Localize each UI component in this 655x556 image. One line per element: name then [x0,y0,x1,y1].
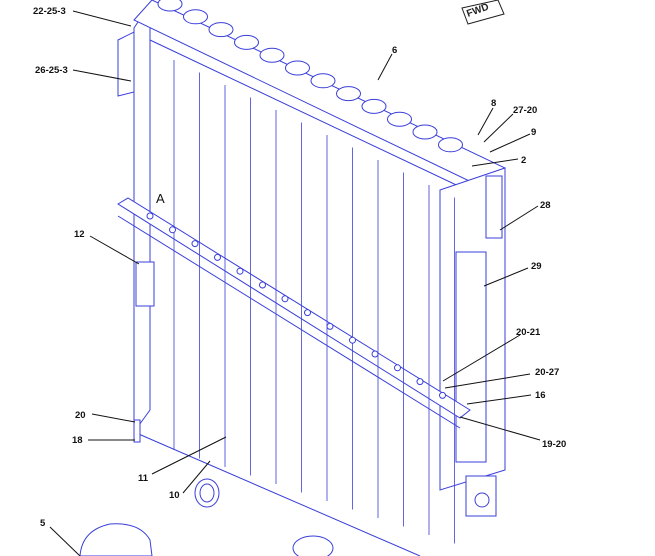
filler-cap [387,111,412,127]
item-5-part [79,523,153,556]
crossbar-bolt [416,378,424,386]
callout-5: 5 [40,518,46,529]
crossbar-bolt [259,281,266,289]
leader-11 [151,436,227,475]
right-side-channel [455,251,487,463]
callout-6: 6 [392,45,397,56]
leader-19-20 [459,416,541,441]
callout-11: 11 [138,473,149,484]
leader-6 [377,53,393,81]
crossbar-bolt [236,267,244,275]
crossbar-bolt [304,309,311,317]
crossbar-bolt [191,240,199,248]
leader-20-27 [444,373,531,389]
callout-18: 18 [72,435,83,446]
filler-cap [183,9,208,25]
crossbar-bolt [146,212,154,220]
top-tank-edge [149,39,489,201]
filler-cap [234,34,259,50]
top-tank [133,0,506,191]
side-clamp [135,261,155,307]
callout-22-25-3: 22-25-3 [33,6,66,17]
bottom-right-pipe [292,535,334,556]
callout-27-20: 27-20 [513,105,537,116]
leader-20-21 [442,334,521,382]
leader-20 [91,413,136,423]
leader-16 [466,394,532,405]
filler-cap [208,22,234,38]
callout-labels: 22-25-3 26-25-3 6 8 27-20 9 2 28 12 29 2… [33,6,566,529]
callout-20: 20 [75,410,86,421]
radiator-line-art [79,0,506,556]
leader-2 [471,158,519,167]
callout-26-25-3: 26-25-3 [35,65,68,76]
outlet-pipe [194,478,220,508]
filler-cap [310,73,336,89]
core-fins [173,60,455,544]
callout-12: 12 [74,229,85,240]
filler-cap [336,86,361,102]
callout-19-20: 19-20 [542,439,566,450]
filler-cap [259,47,285,63]
fwd-tag-shape [461,0,505,25]
drain-cock [133,419,141,443]
callout-8: 8 [491,98,496,109]
side-bracket [485,175,503,239]
leader-lines [49,10,541,556]
crossbar-bolt [394,364,401,372]
crossbar-bolt [349,336,356,344]
leader-22-25-3 [72,10,132,27]
crossbar-bolts [146,212,446,399]
callout-9: 9 [531,127,536,138]
leader-29 [483,267,529,287]
leader-26-25-3 [72,69,132,82]
leader-5 [49,526,81,556]
core-crossbar-lower [117,215,461,429]
leader-28 [499,205,539,231]
crossbar-bolt [326,322,334,330]
callout-16: 16 [535,390,546,401]
crossbar-bolt [371,350,379,358]
callout-10: 10 [169,490,180,501]
left-mount-bracket [117,31,135,97]
callout-28: 28 [540,200,551,211]
crossbar-bolt [169,226,176,234]
filler-cap [438,137,463,153]
leader-27-20 [483,113,514,143]
leader-12 [89,235,140,265]
callout-20-21: 20-21 [516,327,541,338]
filler-cap [361,98,387,114]
crossbar-bolt [214,253,221,261]
lower-right-fitting-bore [474,492,490,508]
leader-9 [489,133,531,153]
filler-cap [157,0,183,12]
outlet-pipe-bore [199,483,215,503]
filler-caps [157,0,463,153]
leader-10 [182,460,211,494]
leader-8 [477,107,494,136]
filler-cap [412,124,438,140]
view-letter: A [156,191,165,206]
lower-tank-edge [133,431,421,556]
callout-29: 29 [531,261,542,272]
crossbar-bolt [281,295,289,303]
filler-cap [285,60,310,76]
lower-right-fitting [465,475,497,517]
callout-20-27: 20-27 [535,367,559,378]
core-crossbar [117,197,471,419]
callout-2: 2 [521,155,526,166]
crossbar-bolt [439,391,446,399]
